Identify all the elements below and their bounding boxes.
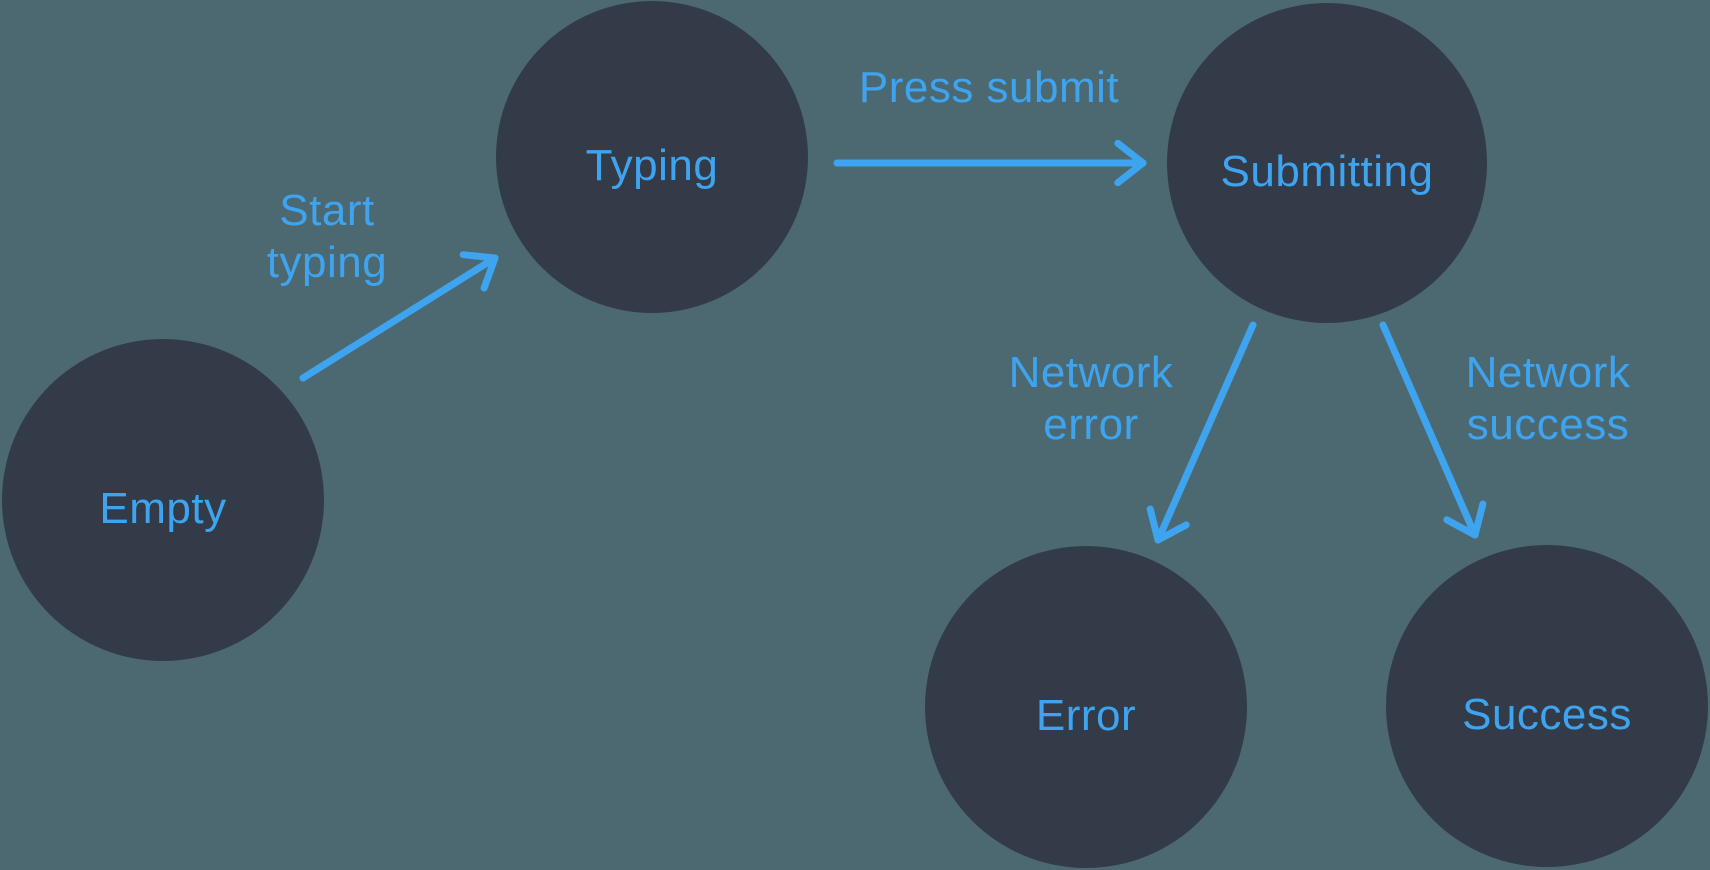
state-label-empty: Empty xyxy=(99,484,227,533)
arrowhead-barb-start-typing xyxy=(480,254,499,292)
arrow-shaft-network-error xyxy=(1154,321,1257,544)
state-node-submitting: Submitting xyxy=(1167,3,1487,323)
state-label-typing: Typing xyxy=(585,141,719,190)
state-node-typing: Typing xyxy=(496,1,808,313)
arrowhead-barb-start-typing xyxy=(459,251,499,262)
state-node-success: Success xyxy=(1386,545,1708,867)
arrowhead-barb-press-submit xyxy=(1114,159,1147,187)
state-node-empty: Empty xyxy=(2,339,324,661)
state-label-error: Error xyxy=(1035,691,1137,740)
state-node-error: Error xyxy=(925,546,1247,868)
arrowhead-barb-network-error xyxy=(1154,521,1190,544)
transition-label-start-typing: Start typing xyxy=(266,186,388,287)
transition-label-network-success: Network success xyxy=(1465,348,1631,449)
arrowhead-barb-press-submit xyxy=(1114,139,1147,167)
transition-arrow-start-typing xyxy=(299,251,499,382)
transition-arrow-network-success xyxy=(1379,321,1487,539)
transition-arrow-network-error xyxy=(1146,321,1257,544)
arrowhead-barb-network-error xyxy=(1146,505,1162,544)
arrowhead-barb-network-success xyxy=(1443,516,1479,539)
arrowhead-barb-network-success xyxy=(1471,500,1487,539)
state-label-submitting: Submitting xyxy=(1220,147,1434,196)
arrow-shaft-network-success xyxy=(1379,321,1479,539)
transition-arrow-press-submit xyxy=(833,139,1147,187)
transition-label-press-submit: Press submit xyxy=(858,63,1120,112)
transition-label-network-error: Network error xyxy=(1008,348,1174,449)
state-label-success: Success xyxy=(1462,690,1632,739)
arrow-shaft-start-typing xyxy=(299,254,499,382)
